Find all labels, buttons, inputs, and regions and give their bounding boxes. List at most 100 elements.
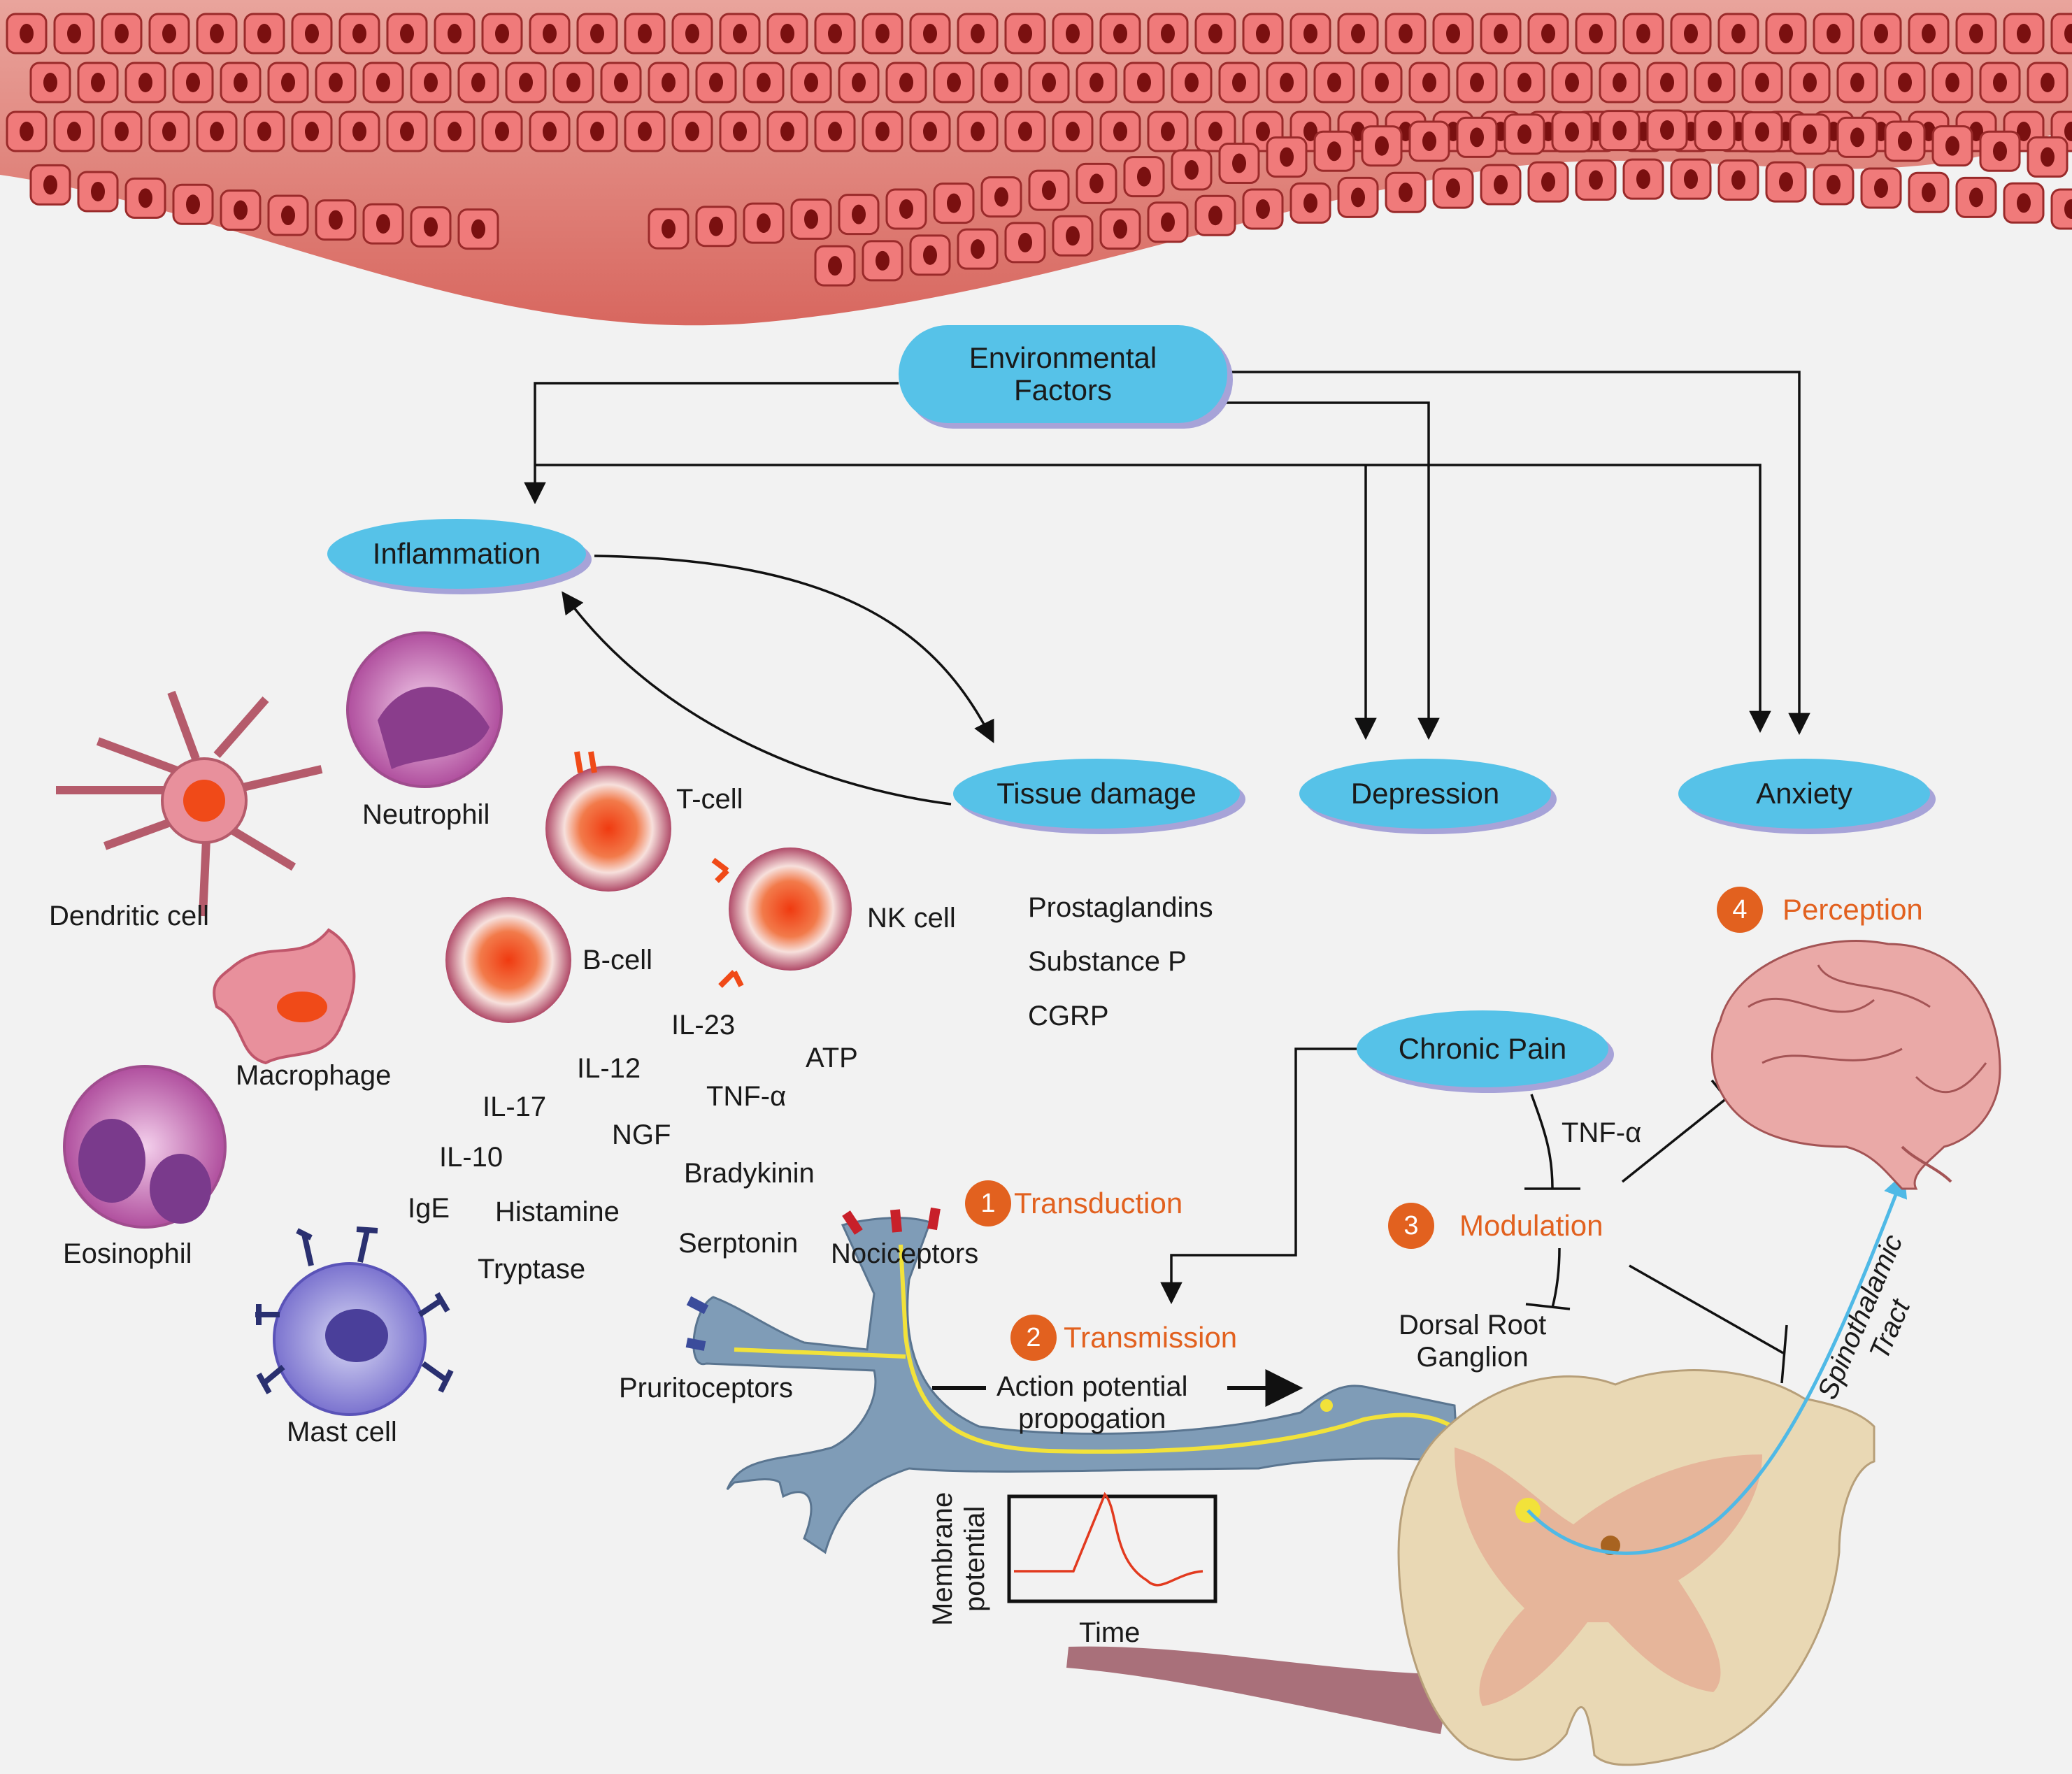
macrophage-label: Macrophage (236, 1060, 392, 1091)
epithelial-cell-nucleus (543, 24, 557, 43)
epithelial-cell-nucleus (1185, 73, 1199, 92)
epithelial-cell-nucleus (876, 24, 889, 43)
epithelial-cell-nucleus (662, 219, 676, 239)
epithelial-cell-nucleus (424, 217, 438, 237)
epithelial-cell-nucleus (1708, 73, 1722, 92)
epithelial-cell-nucleus (1351, 24, 1365, 43)
epithelial-cell-nucleus (947, 193, 961, 213)
epithelial-cell-nucleus (994, 187, 1008, 207)
mediator-atp: ATP (806, 1043, 858, 1073)
epithelial-cell-nucleus (495, 24, 509, 43)
epithelial-cell-nucleus (1280, 147, 1294, 167)
epithelial-cell-nucleus (1517, 124, 1531, 144)
epithelial-cell-nucleus (1208, 24, 1222, 43)
epithelial-cell-nucleus (733, 24, 747, 43)
mediator-il10: IL-10 (439, 1142, 503, 1173)
epithelial-cell-nucleus (1185, 159, 1199, 180)
epithelial-cell-nucleus (1494, 24, 1508, 43)
epithelial-cell-nucleus (923, 122, 937, 141)
epithelial-cell-nucleus (281, 206, 295, 226)
epithelial-cell-nucleus (685, 122, 699, 141)
epithelial-cell-nucleus (1042, 180, 1056, 201)
t-cell (545, 751, 671, 892)
epithelial-cell-nucleus (2041, 73, 2055, 92)
epithelial-cell-nucleus (899, 73, 913, 92)
epithelial-cell-nucleus (1660, 73, 1674, 92)
epithelial-cell-nucleus (1232, 73, 1246, 92)
inflammation-node[interactable]: Inflammation (327, 519, 586, 589)
epithelial-cell-nucleus (1399, 24, 1413, 43)
epithelial-cell-nucleus (543, 122, 557, 141)
epithelial-cell-nucleus (281, 73, 295, 92)
axon-line (899, 1244, 1530, 1508)
epithelial-cell-nucleus (1636, 24, 1650, 43)
epithelial-cell-nucleus (1042, 73, 1056, 92)
epithelial-cell-nucleus (162, 122, 176, 141)
pruritoceptor-receptors (685, 1296, 709, 1351)
epithelial-cell-nucleus (67, 122, 81, 141)
mediator-cgrp: CGRP (1028, 1001, 1109, 1031)
epithelial-cell-nucleus (1232, 153, 1246, 173)
epithelial-cell-nucleus (2064, 24, 2072, 43)
epithelial-cell-nucleus (1731, 24, 1745, 43)
drg-line1: Dorsal Root (1399, 1310, 1547, 1340)
epithelial-cell-nucleus (1613, 120, 1627, 141)
epithelial-cell-nucleus (1018, 232, 1032, 252)
epithelial-cell-nucleus (923, 245, 937, 265)
drg-line2: Ganglion (1416, 1342, 1529, 1373)
epithelial-cell-nucleus (1945, 73, 1959, 92)
epithelial-cell-nucleus (2017, 24, 2031, 43)
epithelial-cell-nucleus (757, 213, 771, 234)
step-number-badge: 2 (1010, 1315, 1057, 1361)
epithelial-cell-nucleus (186, 73, 200, 92)
epithelial-cell-nucleus (1993, 73, 2007, 92)
epithelial-cell-nucleus (115, 24, 129, 43)
eosinophil-label: Eosinophil (63, 1238, 192, 1269)
epithelial-cell-nucleus (1898, 73, 1912, 92)
epithelial-cell-nucleus (1755, 122, 1769, 142)
anxiety-node[interactable]: Anxiety (1678, 759, 1930, 829)
epithelial-cell-nucleus (1684, 24, 1698, 43)
mediator-tnf: TNF-α (706, 1081, 787, 1112)
nociceptor-receptors (842, 1207, 941, 1235)
b-cell (445, 897, 571, 1023)
epithelial-cell-nucleus (210, 122, 224, 141)
epithelial-cell-nucleus (43, 73, 57, 92)
epithelial-cell-nucleus (1256, 199, 1270, 220)
chronic-pain-node[interactable]: Chronic Pain (1357, 1010, 1608, 1087)
epithelial-cell-nucleus (1375, 73, 1389, 92)
epithelial-cell-nucleus (1470, 73, 1484, 92)
mediator-serotonin: Serptonin (678, 1228, 799, 1259)
epithelial-cell-nucleus (257, 24, 271, 43)
epithelial-cell-nucleus (1565, 122, 1579, 142)
epithelial-cell-nucleus (971, 122, 985, 141)
epithelial-cell-nucleus (1660, 120, 1674, 140)
nociceptors-label: Nociceptors (831, 1238, 979, 1269)
epithelial-cell-nucleus (210, 24, 224, 43)
tissue-damage-node[interactable]: Tissue damage (953, 759, 1240, 829)
epithelial-cell-nucleus (1089, 173, 1103, 194)
epithelial-cell-nucleus (971, 24, 985, 43)
epithelial-cell-nucleus (828, 256, 842, 276)
epithelial-cell-nucleus (1541, 24, 1555, 43)
epithelial-cell-nucleus (1565, 73, 1579, 92)
epithelial-cell-nucleus (614, 73, 628, 92)
graph-x-axis-label: Time (1079, 1617, 1141, 1648)
epithelial-cell-nucleus (376, 214, 390, 234)
pruritoceptors-label: Pruritoceptors (619, 1373, 793, 1403)
epithelial-cell-nucleus (1113, 219, 1127, 239)
step-number-badge: 3 (1388, 1203, 1434, 1249)
epithelial-cell-nucleus (804, 209, 818, 229)
epithelial-cell-nucleus (1850, 127, 1864, 148)
epithelial-cell-nucleus (1969, 24, 1983, 43)
epithelial-cell-nucleus (1303, 24, 1317, 43)
eosinophil-cell (63, 1065, 227, 1229)
epithelial-cell-nucleus (471, 73, 485, 92)
epithelial-cell-nucleus (1589, 170, 1603, 190)
step-transmission: 2 Transmission (1010, 1315, 1237, 1361)
nk-cell (711, 847, 852, 988)
depression-node[interactable]: Depression (1299, 759, 1551, 829)
environmental-factors-node[interactable]: Environmental Factors (899, 325, 1227, 423)
graph-y-axis-label: Membrane potential (927, 1492, 991, 1626)
epithelial-cell-nucleus (757, 73, 771, 92)
